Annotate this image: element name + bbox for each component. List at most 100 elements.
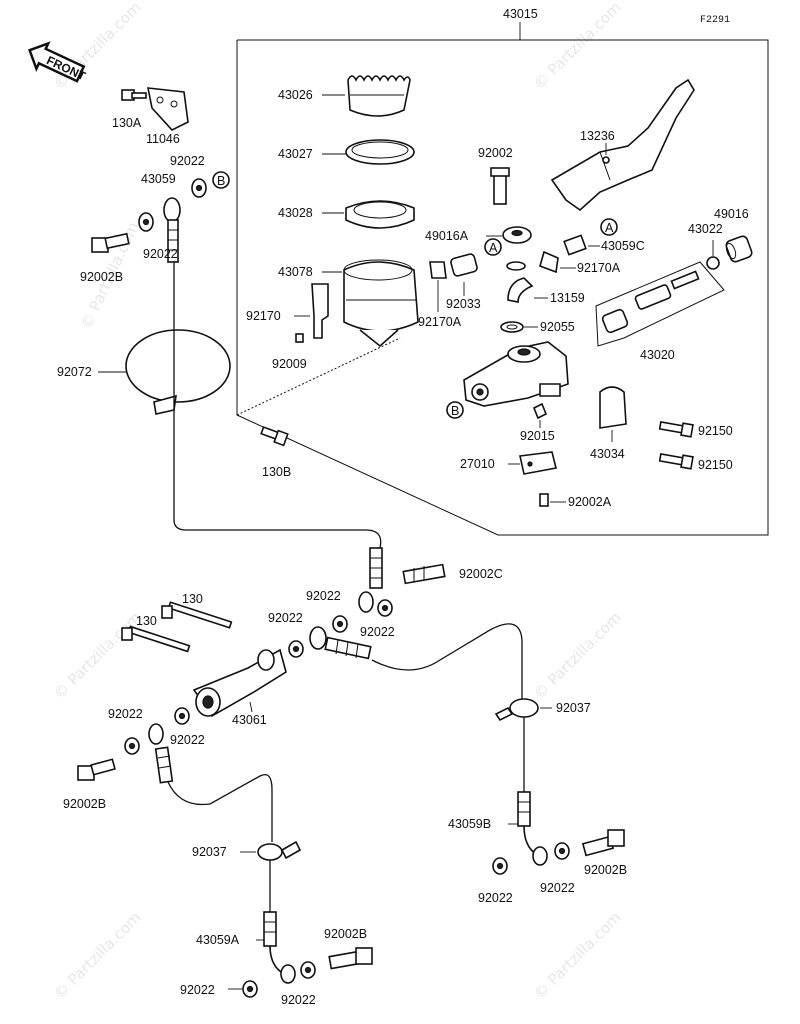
part-label-92022: 92022 — [180, 983, 215, 997]
bolt-130A: 130A — [112, 89, 147, 130]
part-label-43015: 43015 — [503, 7, 538, 21]
figure-code: F2291 — [700, 15, 730, 26]
banjo-bolt-92002B-left: 92002B — [63, 758, 116, 811]
dust-boot-49016A: 49016A — [425, 226, 532, 244]
svg-text:B: B — [217, 174, 225, 188]
part-label-92022: 92022 — [478, 891, 513, 905]
watermark: © Partzilla.com — [530, 908, 625, 1003]
callout-a-right: A — [600, 218, 618, 236]
washer-92022-mid-a: 92022 — [306, 589, 348, 633]
banjo-bolt-92002C: 92002C — [402, 563, 503, 585]
clamp-92170A-left: 92170A — [418, 261, 462, 329]
banjo-bolt-92002B-top: 92002B — [80, 232, 130, 284]
part-label-13236: 13236 — [580, 129, 615, 143]
switch-27010: 27010 — [460, 451, 557, 475]
bracket-11046: 11046 — [146, 87, 189, 146]
part-label-92002C: 92002C — [459, 567, 503, 581]
watermark: © Partzilla.com — [50, 608, 145, 703]
part-label-92015: 92015 — [520, 429, 555, 443]
bolt-130-upper: 130 — [161, 592, 233, 629]
part-label-92022: 92022 — [170, 154, 205, 168]
callout-a-left: A — [484, 238, 502, 256]
part-label-92150: 92150 — [698, 458, 733, 472]
washer-92022-left-b: 92022 — [108, 707, 143, 755]
reservoir-bracket: 92170 92009 — [246, 283, 329, 371]
part-label-43034: 43034 — [590, 447, 625, 461]
part-label-92002B: 92002B — [80, 270, 123, 284]
part-label-43059: 43059 — [141, 172, 176, 186]
banjo-fitting-13159: 13159 — [506, 261, 585, 305]
part-label-92072: 92072 — [57, 365, 92, 379]
part-label-49016: 49016 — [714, 207, 749, 221]
washer-92022-bottom-a: 92022 — [180, 980, 258, 998]
brake-hose-lower-left — [167, 773, 273, 842]
watermark: © Partzilla.com — [50, 908, 145, 1003]
joint-92037-left: 92037 — [192, 840, 302, 861]
washer-92022-right-b: 92022 — [540, 842, 575, 895]
part-label-92002B: 92002B — [584, 863, 627, 877]
washer-92022-mid-b: 92022 — [360, 599, 395, 639]
hose-end-middle — [358, 547, 383, 613]
hose-43059B: 43059B — [448, 791, 548, 866]
master-cylinder-body — [463, 341, 569, 407]
part-label-92002: 92002 — [478, 146, 513, 160]
banjo-bolt-92002B-right: 92002B — [581, 829, 627, 877]
part-label-92022: 92022 — [281, 993, 316, 1007]
washer-92022-top: 92022 — [170, 154, 207, 198]
part-label-13159: 13159 — [550, 291, 585, 305]
part-label-43059A: 43059A — [196, 933, 240, 947]
pivot-bolt: 92002 — [478, 146, 513, 205]
part-label-43059C: 43059C — [601, 239, 645, 253]
part-label-92170: 92170 — [246, 309, 281, 323]
callout-b-hose: B — [212, 171, 230, 189]
part-label-43061: 43061 — [232, 713, 267, 727]
part-label-92002B: 92002B — [324, 927, 367, 941]
circlip-43022: 43022 — [688, 222, 723, 270]
hose-section-92033: 92033 — [446, 253, 481, 311]
brake-hose-upper — [173, 262, 382, 549]
hose-end-43059C: 43059C — [563, 234, 645, 256]
part-label-43028: 43028 — [278, 206, 313, 220]
dust-boot-49016: 49016 — [714, 207, 753, 263]
holder-43034: 43034 — [590, 386, 627, 461]
svg-text:A: A — [489, 241, 498, 255]
washer-92022-right-a: 92022 — [478, 857, 513, 905]
part-label-92022: 92022 — [540, 881, 575, 895]
part-label-92170A: 92170A — [418, 315, 462, 329]
piston-kit-43020: 43020 — [595, 261, 725, 362]
part-label-130: 130 — [182, 592, 203, 606]
bolt-92150-lower: 92150 — [658, 453, 733, 472]
part-label-92055: 92055 — [540, 320, 575, 334]
part-label-43022: 43022 — [688, 222, 723, 236]
diaphragm-plate: 43027 — [278, 139, 415, 165]
part-label-92033: 92033 — [446, 297, 481, 311]
part-label-130B: 130B — [262, 465, 291, 479]
part-label-92002A: 92002A — [568, 495, 612, 509]
bleed-screw-92015: 92015 — [520, 402, 555, 443]
part-label-92022: 92022 — [170, 733, 205, 747]
bolt-92150-upper: 92150 — [658, 421, 733, 438]
o-ring-92055: 92055 — [500, 320, 575, 334]
part-label-43026: 43026 — [278, 88, 313, 102]
part-label-27010: 27010 — [460, 457, 495, 471]
hose-43059: 43059 — [141, 172, 181, 263]
part-label-11046: 11046 — [146, 132, 180, 146]
junction-43061: 43061 — [192, 648, 287, 727]
part-label-92170A: 92170A — [577, 261, 621, 275]
reservoir-body: 43078 — [278, 259, 419, 348]
part-label-43020: 43020 — [640, 348, 675, 362]
part-label-92022: 92022 — [306, 589, 341, 603]
part-label-92037: 92037 — [192, 845, 227, 859]
part-label-130: 130 — [136, 614, 157, 628]
hose-43059A: 43059A — [196, 911, 296, 984]
washer-92022-left-a: 92022 — [170, 707, 205, 747]
reservoir-cap: 43026 — [278, 75, 411, 117]
part-label-92022: 92022 — [143, 247, 178, 261]
part-label-92022: 92022 — [268, 611, 303, 625]
brake-hose-right — [371, 623, 523, 700]
hose-clamp-92072: 92072 — [57, 329, 231, 415]
washer-92022-bottom-b: 92022 — [281, 961, 316, 1007]
watermark: © Partzilla.com — [50, 0, 145, 93]
watermark: © Partzilla.com — [530, 608, 625, 703]
